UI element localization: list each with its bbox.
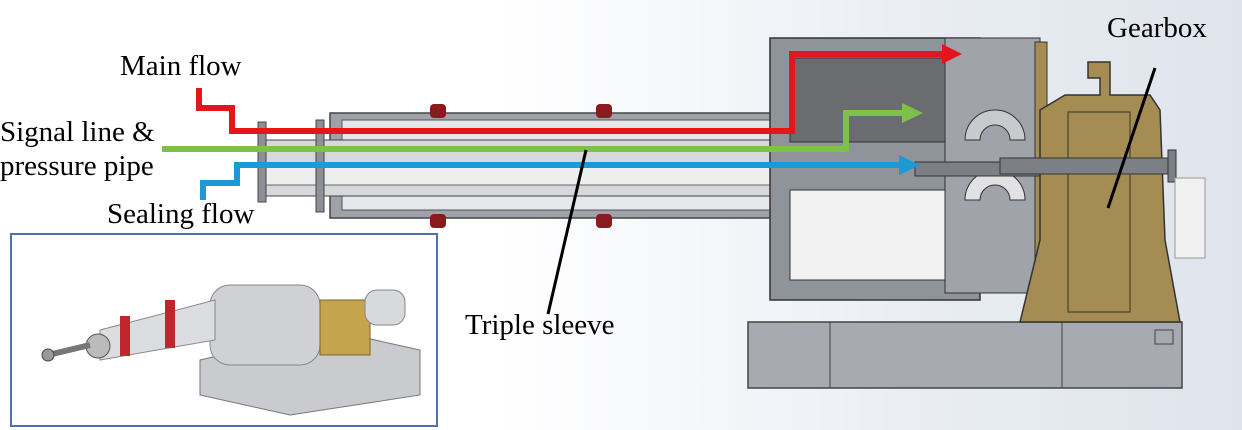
triple-sleeve-leader [546,149,588,315]
sealing-flow-arrow [899,155,920,175]
gearbox-label: Gearbox [1107,12,1207,44]
sealing-flow-path [200,162,902,200]
signal-line-path [162,110,905,152]
main-flow-arrow [942,44,962,64]
gearbox-leader [1106,67,1157,209]
signal-line-label-line2: pressure pipe [0,150,154,182]
base-frame [747,321,1183,389]
inset-3d-view [10,233,438,427]
main-flow-label: Main flow [120,50,242,82]
main-flow-path [196,51,945,134]
signal-line-label-line1: Signal line & [0,116,155,148]
gearbox [999,61,1206,323]
sealing-flow-label: Sealing flow [107,198,255,230]
signal-line-arrow [902,103,923,123]
triple-sleeve-label: Triple sleeve [465,309,615,341]
